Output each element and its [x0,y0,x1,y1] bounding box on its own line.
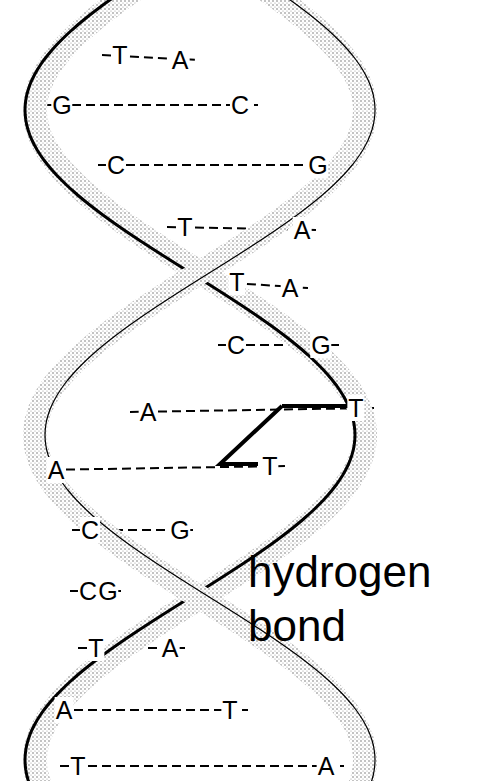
base-letter: C [226,332,246,358]
base-pair-line [38,466,288,470]
base-pair-line [130,408,374,412]
base-letter: C [80,517,100,543]
base-letter: A [139,399,158,425]
base-letter: T [111,42,128,68]
base-letter: A [171,47,190,73]
base-letter: T [261,453,278,479]
base-letter: T [87,635,104,661]
base-pair-line [46,709,248,711]
base-pair-line [60,765,344,767]
base-letter: A [55,697,74,723]
base-letter: T [347,395,364,421]
base-letter: G [51,92,72,118]
base-pair-line [44,104,258,106]
strand-ribbon [35,0,365,781]
base-letter: T [221,697,238,723]
strand-ribbon [35,0,365,781]
helix-strands [25,0,375,781]
base-letter: A [317,753,336,779]
callout-label: hydrogen bond [248,545,478,653]
base-pair-line [98,164,336,166]
base-letter: G [97,578,118,604]
base-letter: T [228,269,245,295]
base-letter: A [281,275,300,301]
base-letter: T [69,753,86,779]
dimer-bracket [220,406,348,464]
base-letter: A [47,457,66,483]
base-letter: C [78,578,98,604]
base-letter: A [293,217,312,243]
base-pair-lines [38,55,374,766]
base-letter: C [230,92,250,118]
base-letter: A [161,635,180,661]
strand-edge [45,0,375,781]
base-letter: G [169,517,190,543]
base-letter: C [106,152,126,178]
base-letter: G [307,152,328,178]
base-letter: G [310,332,331,358]
base-letter: T [176,214,193,240]
